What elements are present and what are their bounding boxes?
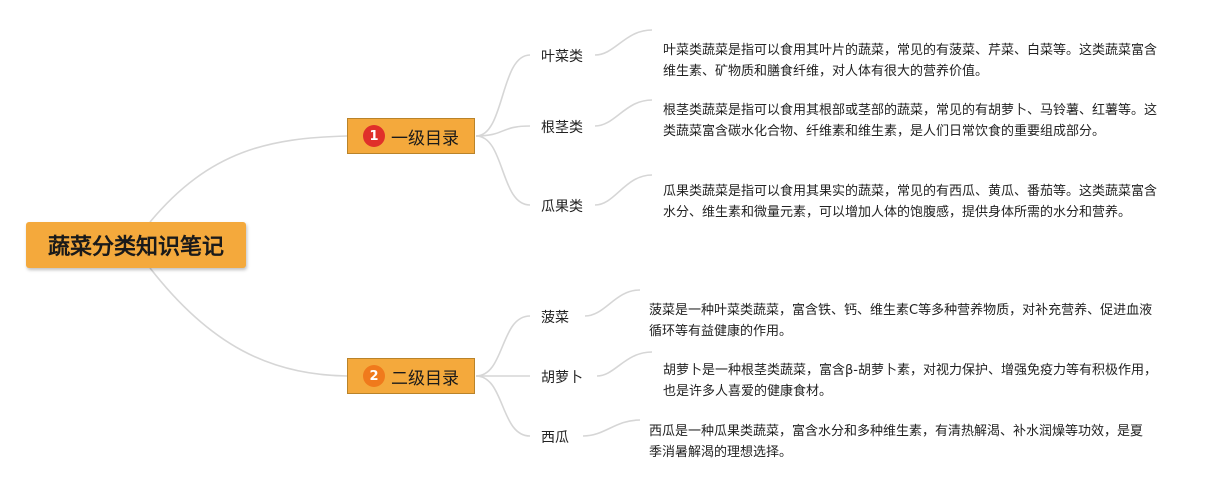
desc-melon[interactable]: 瓜果类蔬菜是指可以食用其果实的蔬菜，常见的有西瓜、黄瓜、番茄等。这类蔬菜富含水分… <box>663 184 1158 220</box>
desc-watermelon[interactable]: 西瓜是一种瓜果类蔬菜，富含水分和多种维生素，有清热解渴、补水润燥等功效，是夏季消… <box>649 424 1144 460</box>
connector-branch-1-topic-1 <box>475 54 531 137</box>
desc-carrot[interactable]: 胡萝卜是一种根茎类蔬菜，富含β-胡萝卜素，对视力保护、增强免疫力等有积极作用，也… <box>663 363 1157 399</box>
topic-node-root[interactable]: 根茎类 <box>541 120 583 136</box>
connector-topic-5-desc <box>596 351 653 377</box>
connector-topic-1-desc <box>594 29 653 56</box>
connector-topic-2-desc <box>594 99 653 127</box>
topic-node-carrot[interactable]: 胡萝卜 <box>541 370 583 386</box>
connector-root-branch-2 <box>149 267 348 377</box>
topic-node-melon[interactable]: 瓜果类 <box>541 199 583 215</box>
connector-branch-1-topic-3 <box>475 135 531 206</box>
branch-node-level-2[interactable]: 2 二级目录 <box>347 358 475 394</box>
branch-node-level-1[interactable]: 1 一级目录 <box>347 118 475 154</box>
connector-root-branch-1 <box>149 135 348 223</box>
desc-leafy[interactable]: 叶菜类蔬菜是指可以食用其叶片的蔬菜，常见的有菠菜、芹菜、白菜等。这类蔬菜富含维生… <box>663 43 1158 79</box>
connector-branch-2-topic-1 <box>475 315 531 377</box>
number-badge-1: 1 <box>363 125 385 147</box>
connector-branch-2-topic-3 <box>475 375 531 437</box>
connector-topic-4-desc <box>584 289 641 317</box>
connector-branch-1-topic-2 <box>475 125 531 137</box>
connector-topic-3-desc <box>594 174 653 206</box>
branch-node-label: 二级目录 <box>391 368 459 389</box>
connector-topic-6-desc <box>582 419 641 437</box>
topic-node-watermelon[interactable]: 西瓜 <box>541 430 569 446</box>
root-node-label: 蔬菜分类知识笔记 <box>47 235 224 260</box>
topic-node-leafy[interactable]: 叶菜类 <box>541 49 583 65</box>
desc-root[interactable]: 根茎类蔬菜是指可以食用其根部或茎部的蔬菜，常见的有胡萝卜、马铃薯、红薯等。这类蔬… <box>663 103 1158 139</box>
branch-node-label: 一级目录 <box>391 128 459 149</box>
root-node[interactable]: 蔬菜分类知识笔记 <box>26 222 246 268</box>
topic-node-spinach[interactable]: 菠菜 <box>541 310 569 326</box>
number-badge-2: 2 <box>363 365 385 387</box>
desc-spinach[interactable]: 菠菜是一种叶菜类蔬菜，富含铁、钙、维生素C等多种营养物质，对补充营养、促进血液循… <box>649 303 1153 339</box>
